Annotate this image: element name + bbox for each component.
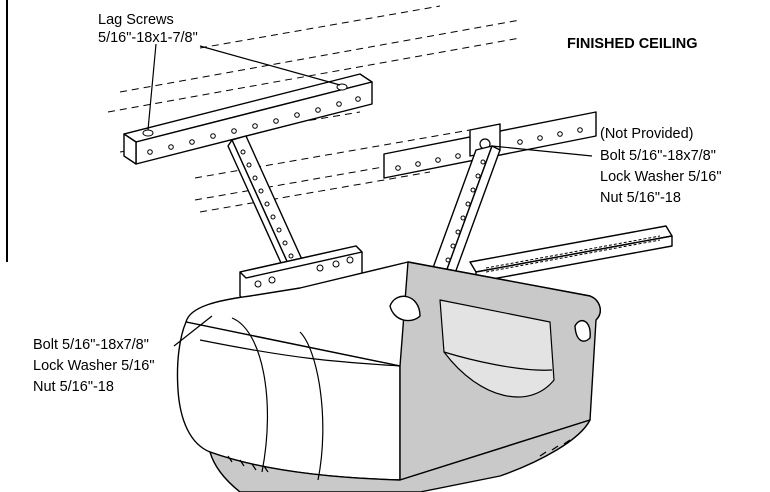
opener-motor-unit xyxy=(176,261,601,492)
left-grip-icon xyxy=(389,295,421,322)
right-hanging-strap xyxy=(429,145,501,277)
left-hardware-bolt: Bolt 5/16"-18x7/8" xyxy=(33,337,149,353)
door-rail xyxy=(469,225,673,283)
left-hanging-strap xyxy=(227,135,305,275)
right-hardware-note: (Not Provided) xyxy=(600,126,693,142)
finished-ceiling-label: FINISHED CEILING xyxy=(567,36,698,52)
right-hardware-nut: Nut 5/16"-18 xyxy=(600,190,681,206)
lag-screws-title: Lag Screws xyxy=(98,12,174,28)
left-hardware-nut: Nut 5/16"-18 xyxy=(33,379,114,395)
right-hardware-lock-washer: Lock Washer 5/16" xyxy=(600,169,721,185)
right-grip-icon xyxy=(574,319,591,342)
lag-screws-size: 5/16"-18x1-7/8" xyxy=(98,30,198,46)
left-ceiling-bracket xyxy=(123,73,373,165)
left-hardware-lock-washer: Lock Washer 5/16" xyxy=(33,358,154,374)
right-ceiling-bracket xyxy=(383,111,597,179)
leader-lines xyxy=(147,43,593,347)
right-hardware-bolt: Bolt 5/16"-18x7/8" xyxy=(600,148,716,164)
